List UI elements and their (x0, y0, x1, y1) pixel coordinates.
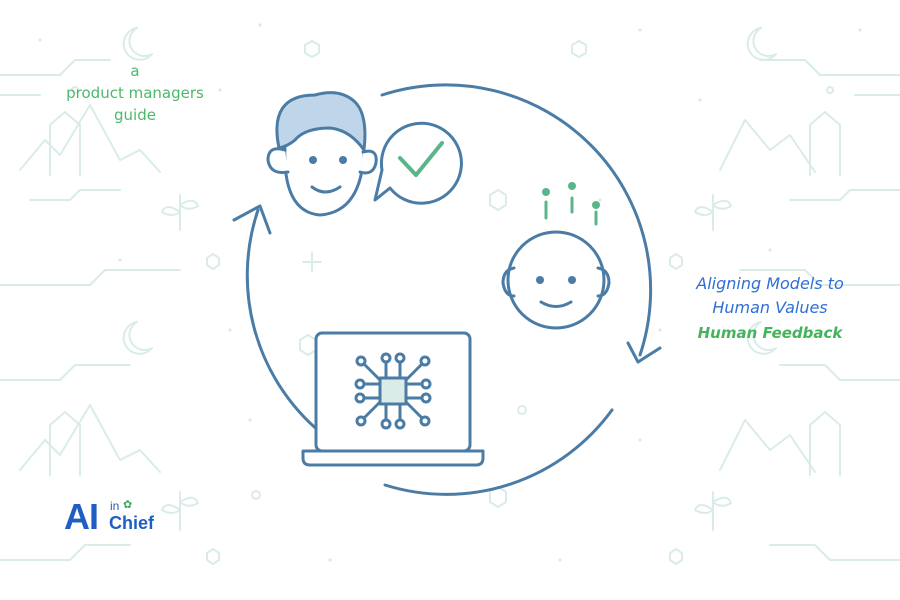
hexagon-icon (206, 548, 220, 565)
title-line-1: Aligning Models to (696, 274, 844, 293)
robot-eye-right (568, 276, 576, 284)
plant-icon (161, 491, 199, 531)
human-face-icon (266, 91, 378, 217)
leaf-icon: ✿ (123, 499, 133, 511)
robot-head-icon (501, 196, 611, 330)
subtitle: Human Feedback (697, 324, 843, 342)
tagline: a product managers guide (40, 60, 230, 126)
mountain-icon (719, 119, 816, 173)
tagline-line-1: a (130, 62, 140, 80)
house-icon (49, 411, 81, 476)
hexagon-icon (571, 40, 587, 58)
laptop-neural-chip-icon (301, 331, 485, 467)
plant-icon (161, 194, 199, 231)
moon-icon (122, 27, 153, 61)
mountain-icon (19, 404, 161, 473)
hexagon-icon (669, 253, 683, 270)
house-icon (49, 111, 81, 176)
cycle-arrows-icon (232, 83, 662, 496)
speech-bubble-check-icon (373, 121, 463, 205)
mountain-icon (719, 419, 816, 473)
logo-in-text: in (110, 499, 120, 513)
hexagon-icon (304, 40, 320, 58)
plus-icon (302, 252, 322, 272)
hexagon-icon (206, 253, 220, 270)
hexagon-icon (669, 548, 683, 565)
ai-in-chief-logo: AI in ✿ Chief (64, 497, 174, 543)
hexagon-icon (489, 189, 507, 211)
house-icon (809, 411, 841, 476)
human-eye-left (309, 156, 317, 164)
human-eye-right (339, 156, 347, 164)
title-block: Aligning Models to Human Values Human Fe… (660, 272, 880, 346)
tagline-line-2: product managers (66, 84, 204, 102)
moon-icon (122, 321, 153, 355)
title-line-2: Human Values (712, 298, 828, 317)
tagline-line-3: guide (114, 106, 156, 124)
moon-icon (746, 321, 777, 355)
plant-icon (694, 491, 732, 531)
plant-icon (694, 194, 732, 231)
moon-icon (746, 27, 777, 61)
logo-ai-text: AI (64, 496, 99, 537)
mountain-icon (19, 104, 161, 173)
house-icon (809, 111, 841, 176)
robot-eye-left (536, 276, 544, 284)
logo-chief-text: Chief (109, 513, 154, 533)
